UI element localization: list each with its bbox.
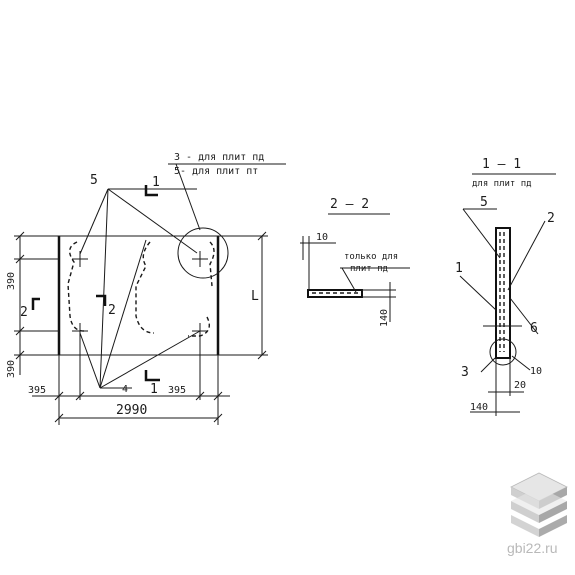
section-2-mid-label: 2 — [108, 303, 116, 318]
section-mark-1-bottom — [144, 370, 160, 382]
section-1-bottom-label: 1 — [150, 382, 158, 397]
callout-1-1-5: 5 — [480, 195, 488, 210]
dim-height-top: 390 — [6, 272, 17, 290]
lifting-loop-mid-path — [135, 241, 155, 334]
dim-tick — [257, 231, 267, 241]
section-2-2-title: 2 — 2 — [330, 197, 369, 212]
dim-right-offset: 395 — [168, 385, 186, 396]
dim-total-width: 2990 — [116, 403, 147, 418]
dim-tick — [15, 350, 25, 360]
section-1-1: 1 — 1 для плит пд 5 2 1 6 3 10 20 140 — [455, 157, 556, 416]
leader-10-1-1 — [511, 355, 531, 371]
leader-2-1-1 — [507, 220, 546, 291]
dim-tick — [195, 391, 205, 401]
section-mark-2-left — [31, 297, 40, 310]
dim-height-bottom: 390 — [6, 360, 17, 378]
leader-4 — [79, 332, 101, 389]
note-leader — [175, 163, 201, 231]
callout-4: 4 — [122, 384, 128, 395]
leader-5 — [107, 188, 198, 254]
dim-140-1-1: 140 — [470, 402, 488, 413]
callout-1-1-10: 10 — [530, 366, 542, 377]
leader-4 — [99, 239, 147, 389]
dim-tick — [213, 413, 223, 423]
leader-5 — [99, 188, 109, 389]
plan-view: 390 390 L 395 395 2990 — [6, 152, 286, 425]
watermark-text: gbi22.ru — [507, 540, 558, 556]
dim-tick — [15, 326, 25, 336]
callout-1-1-6: 6 — [530, 321, 538, 336]
leader-5-1-1 — [462, 208, 501, 259]
detail-circle-1-1 — [489, 338, 517, 366]
leader-5 — [79, 188, 109, 255]
lifting-loop-right-path — [209, 241, 215, 287]
section-1-1-title: 1 — 1 — [482, 157, 521, 172]
leader-4 — [99, 330, 201, 389]
dim-140: 140 — [379, 309, 390, 327]
callout-1-1-1: 1 — [455, 261, 463, 276]
detail-circle-plan — [177, 227, 229, 279]
section-2-left-label: 2 — [20, 305, 28, 320]
lifting-loop-lowright-path — [188, 316, 210, 337]
dim-tick — [54, 391, 64, 401]
dim-tick — [257, 350, 267, 360]
dim-length: L — [251, 289, 259, 304]
lifting-loop-left-path — [67, 241, 85, 332]
section-1-1-subtitle: для плит пд — [472, 179, 532, 189]
dim-10: 10 — [316, 232, 328, 243]
note-2-2-line-1: только для — [344, 252, 398, 262]
section-1-top-label: 1 — [152, 175, 160, 190]
dim-tick — [15, 231, 25, 241]
dim-tick — [54, 413, 64, 423]
note-leader-2-2 — [341, 267, 357, 293]
dim-20: 20 — [514, 380, 526, 391]
dim-tick — [75, 391, 85, 401]
dim-left-offset: 395 — [28, 385, 46, 396]
callout-1-1-3: 3 — [461, 365, 469, 380]
leader-6-1-1 — [509, 297, 539, 335]
logo-icon — [510, 472, 568, 537]
note-line-1: 3 - для плит пд — [174, 152, 264, 163]
section-mark-1-top — [144, 185, 158, 197]
callout-5: 5 — [90, 173, 98, 188]
leader-3-1-1 — [480, 357, 496, 373]
note-2-2-line-2: плит пд — [350, 264, 388, 274]
section-mark-2-mid — [96, 294, 107, 306]
watermark: gbi22.ru — [507, 472, 568, 556]
callout-1-1-2: 2 — [547, 211, 555, 226]
leader-1-1-1 — [459, 275, 497, 311]
dim-tick — [15, 254, 25, 264]
note-line-2: 5- для плит пт — [174, 166, 258, 177]
dim-tick — [213, 391, 223, 401]
section-2-2: 2 — 2 10 только для плит пд 140 — [300, 197, 410, 327]
